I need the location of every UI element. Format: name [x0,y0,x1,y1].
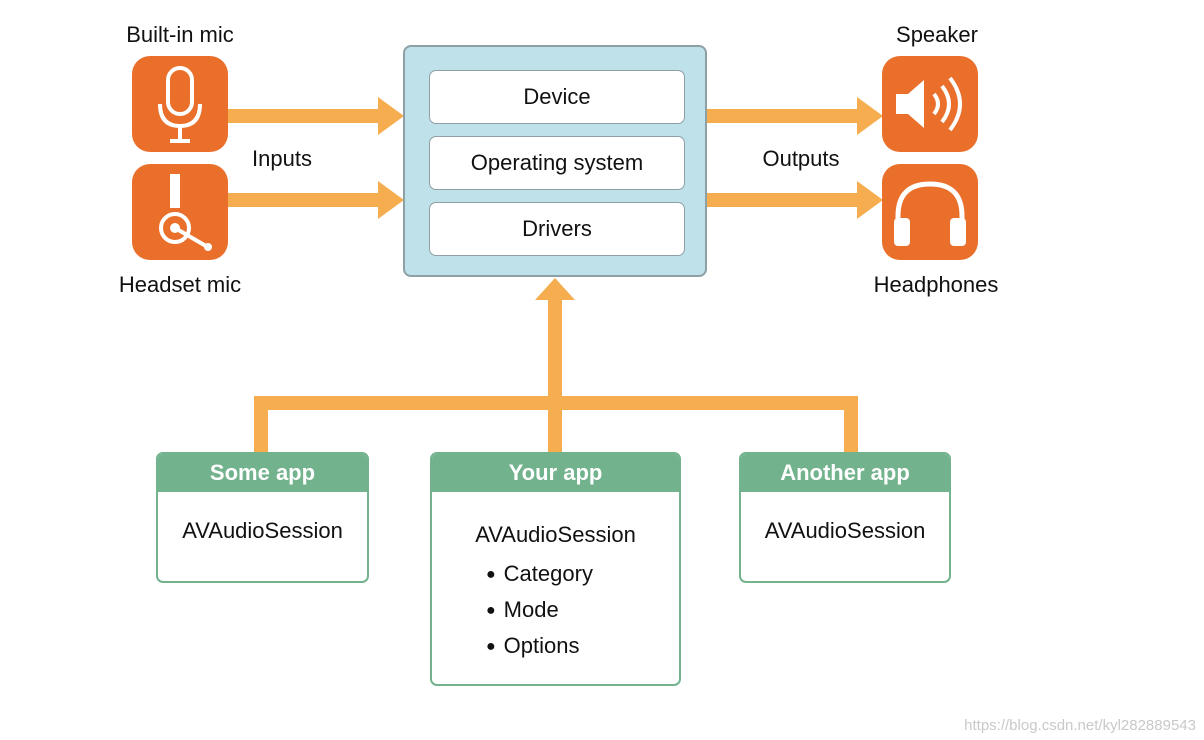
app-name: Your app [432,454,679,492]
arrow-system-to-headphones [707,181,883,219]
session-settings-list: Category Mode Options [432,556,679,664]
builtin-mic-label: Built-in mic [126,22,234,47]
headphones-label: Headphones [873,272,999,297]
layer-drivers: Drivers [429,202,685,256]
app-name: Another app [741,454,949,492]
arrow-apps-to-system [254,278,858,454]
arrow-system-to-speaker [707,97,883,135]
app-session-class: AVAudioSession [475,522,636,547]
app-name: Some app [158,454,367,492]
outputs-label: Outputs [762,146,840,171]
inputs-label: Inputs [252,146,312,171]
app-card-your-app: Your app AVAudioSession Category Mode Op… [430,452,681,686]
setting-options: Options [486,628,679,664]
setting-mode: Mode [486,592,679,628]
app-session-class: AVAudioSession [182,518,343,543]
speaker-label: Speaker [896,22,978,47]
app-card-some-app: Some app AVAudioSession [156,452,369,583]
microphone-icon [132,56,228,152]
layer-operating-system: Operating system [429,136,685,190]
arrow-headset-mic-to-system [228,181,404,219]
system-stack: Device Operating system Drivers [403,45,707,277]
arrow-builtin-mic-to-system [228,97,404,135]
setting-category: Category [486,556,679,592]
speaker-icon [882,56,978,152]
app-card-another-app: Another app AVAudioSession [739,452,951,583]
headphones-icon [882,164,978,260]
watermark: https://blog.csdn.net/kyl282889543 [964,717,1196,734]
headset-mic-icon [132,164,228,260]
headset-mic-label: Headset mic [118,272,242,297]
layer-device: Device [429,70,685,124]
app-session-class: AVAudioSession [764,518,926,543]
